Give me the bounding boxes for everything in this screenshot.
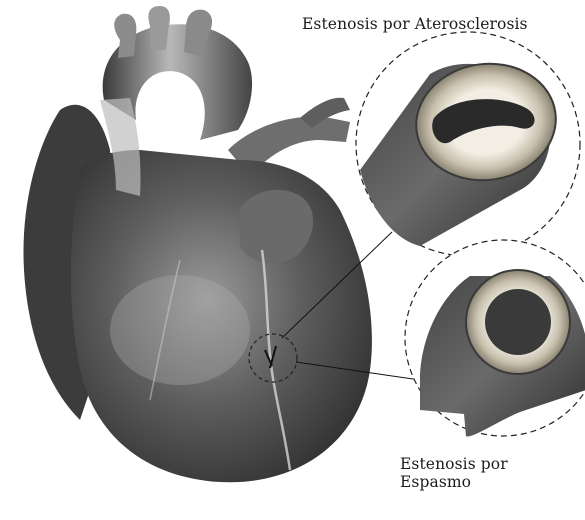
label-spasm-line1: Estenosis por (400, 456, 550, 474)
lumen-constricted (485, 289, 551, 355)
heart-body (23, 98, 371, 482)
zoom-circle-atherosclerosis (356, 32, 580, 256)
label-spasm-line2: Espasmo (400, 474, 550, 492)
label-atherosclerosis: Estenosis por Aterosclerosis (302, 16, 528, 34)
highlight (110, 275, 250, 385)
zoom-circle-spasm (405, 240, 585, 437)
label-spasm: Estenosis por Espasmo (400, 456, 550, 492)
